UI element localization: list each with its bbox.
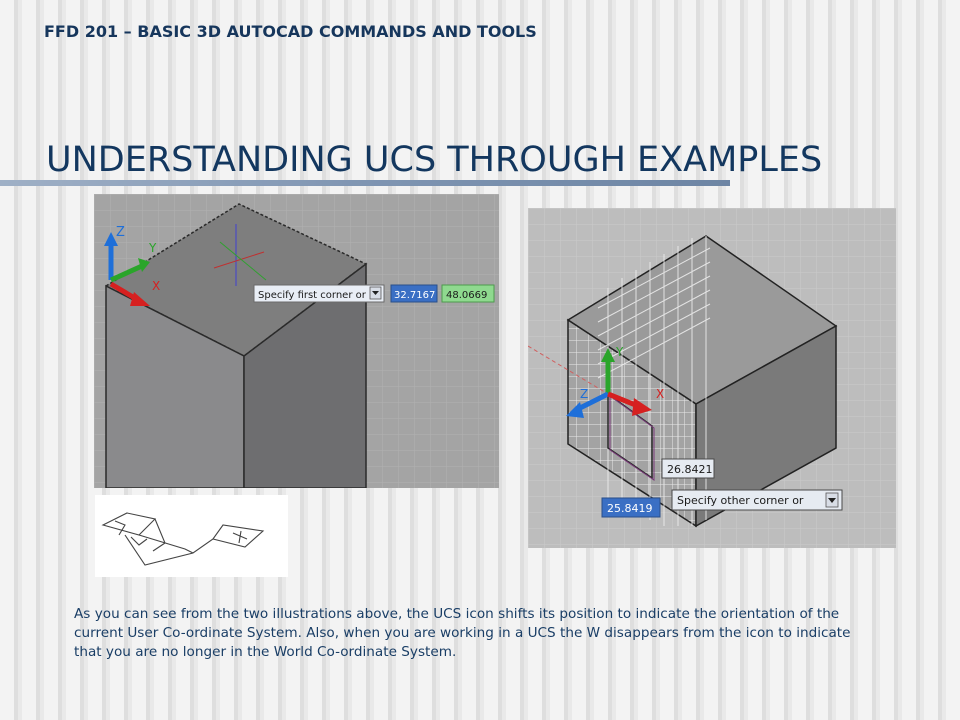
z-axis-label: Z — [116, 225, 125, 240]
right-x-axis-label: X — [656, 387, 664, 401]
svg-text:26.8421: 26.8421 — [667, 463, 713, 476]
svg-text:48.0669: 48.0669 — [446, 290, 487, 301]
x-axis-label: X — [152, 279, 160, 293]
ucs-axis-icon — [104, 232, 150, 306]
right-y-axis-label: Y — [615, 345, 624, 359]
wcs-sketch-icon — [101, 512, 265, 566]
left-dynamic-input-1[interactable]: 32.7167 — [390, 284, 438, 303]
ucs-axis-icon-right — [566, 348, 652, 418]
right-dynamic-input-2[interactable]: 25.8419 — [601, 497, 661, 518]
page-title: UNDERSTANDING UCS THROUGH EXAMPLES — [46, 140, 823, 180]
right-z-axis-label: Z — [580, 387, 588, 401]
y-axis-label: Y — [148, 241, 157, 255]
svg-text:32.7167: 32.7167 — [394, 290, 435, 301]
left-viewport-canvas: Z Y X Specify first corner or 32.7167 48… — [94, 194, 499, 488]
left-viewport-image: Z Y X Specify first corner or 32.7167 48… — [94, 194, 499, 488]
left-prompt-tooltip[interactable]: Specify first corner or — [253, 284, 385, 303]
wcs-sketch-image — [95, 495, 288, 577]
caption-paragraph: As you can see from the two illustration… — [74, 606, 851, 660]
right-viewport-canvas: Y Z X 26.8421 25.8419 Specify other corn… — [528, 208, 896, 548]
right-prompt-tooltip[interactable]: Specify other corner or — [671, 489, 843, 511]
left-dynamic-input-2[interactable]: 48.0669 — [441, 284, 495, 303]
svg-text:25.8419: 25.8419 — [607, 502, 653, 515]
left-prompt-text: Specify first corner or — [258, 290, 367, 301]
right-dynamic-input-1[interactable]: 26.8421 — [661, 458, 715, 479]
course-title: FFD 201 – BASIC 3D AUTOCAD COMMANDS AND … — [44, 22, 537, 41]
heading-divider — [0, 180, 730, 186]
caption-text: As you can see from the two illustration… — [74, 605, 874, 662]
right-viewport-image: Y Z X 26.8421 25.8419 Specify other corn… — [528, 208, 896, 548]
right-prompt-text: Specify other corner or — [677, 494, 804, 507]
